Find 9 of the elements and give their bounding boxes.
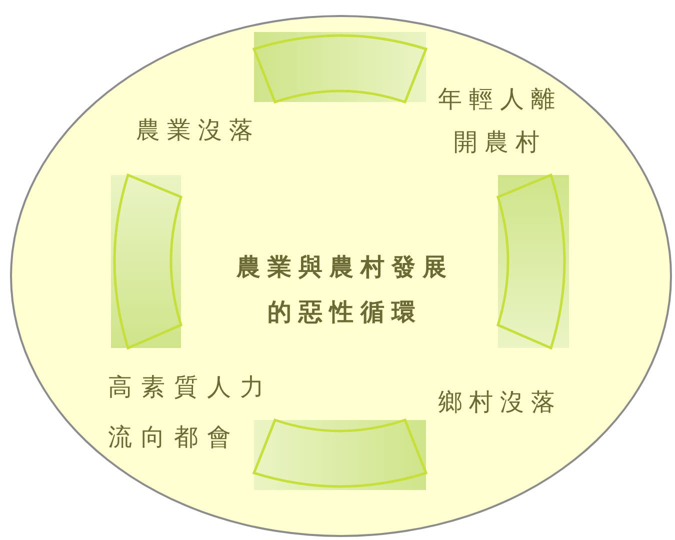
arc-band xyxy=(498,175,569,348)
cycle-step-text: 年輕人離開農村 xyxy=(434,78,566,164)
arc-band xyxy=(254,420,426,490)
arc-band xyxy=(111,175,181,348)
cycle-step-text: 農業沒落 xyxy=(136,110,276,150)
cycle-step-text: 鄉村沒落 xyxy=(438,382,578,422)
cycle-step-text: 高素質人力流向都會 xyxy=(108,362,280,462)
center-title: 農業與農村發展的惡性循環 xyxy=(235,252,454,328)
arc-band xyxy=(254,32,426,102)
